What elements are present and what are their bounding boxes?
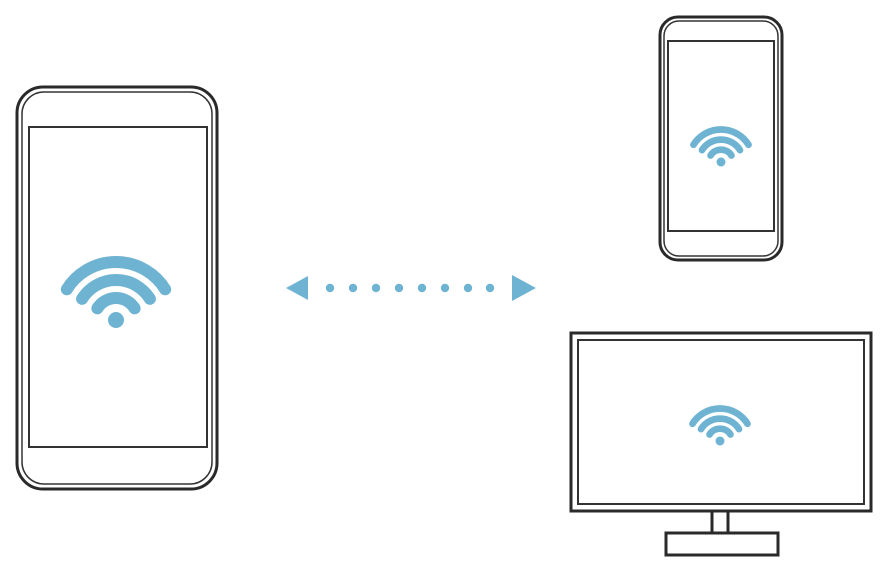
wifi-arc-3 bbox=[706, 425, 734, 438]
arrow-dot-4 bbox=[394, 283, 404, 293]
target-phone-bezel bbox=[663, 20, 779, 257]
source-phone-bezel bbox=[21, 91, 213, 485]
wifi-dot bbox=[716, 157, 726, 167]
source-phone-wifi-icon bbox=[60, 256, 172, 328]
monitor-base bbox=[664, 531, 780, 557]
monitor-wifi-icon bbox=[689, 405, 751, 446]
wifi-arc-3 bbox=[91, 292, 141, 315]
target-phone-screen bbox=[667, 40, 775, 232]
wifi-arc-1 bbox=[690, 126, 752, 149]
target-monitor bbox=[569, 331, 873, 557]
monitor-neck bbox=[710, 509, 730, 535]
arrow-dots bbox=[325, 283, 495, 293]
wifi-arc-1 bbox=[689, 405, 751, 428]
wifi-arc-2 bbox=[698, 136, 744, 154]
connection-arrow bbox=[286, 275, 536, 301]
wifi-arc-2 bbox=[697, 415, 743, 433]
wifi-arc-2 bbox=[76, 274, 156, 305]
source-phone bbox=[15, 85, 219, 491]
arrow-dot-7 bbox=[463, 283, 473, 293]
arrow-dot-8 bbox=[485, 283, 495, 293]
wifi-dot bbox=[108, 312, 124, 328]
arrow-dot-3 bbox=[371, 283, 381, 293]
source-phone-body bbox=[15, 85, 219, 491]
arrow-head-right bbox=[512, 275, 536, 301]
wifi-arc-3 bbox=[707, 146, 735, 159]
source-phone-screen bbox=[28, 126, 208, 448]
arrow-head-left bbox=[286, 276, 308, 300]
monitor-frame bbox=[569, 331, 873, 513]
target-phone bbox=[658, 15, 784, 262]
monitor-screen bbox=[577, 339, 865, 505]
arrow-dot-1 bbox=[325, 283, 335, 293]
target-phone-wifi-icon bbox=[690, 126, 752, 167]
arrow-dot-5 bbox=[417, 283, 427, 293]
wifi-dot bbox=[715, 436, 725, 446]
arrow-dot-6 bbox=[440, 283, 450, 293]
arrow-dot-2 bbox=[348, 283, 358, 293]
wifi-arc-1 bbox=[60, 256, 172, 296]
